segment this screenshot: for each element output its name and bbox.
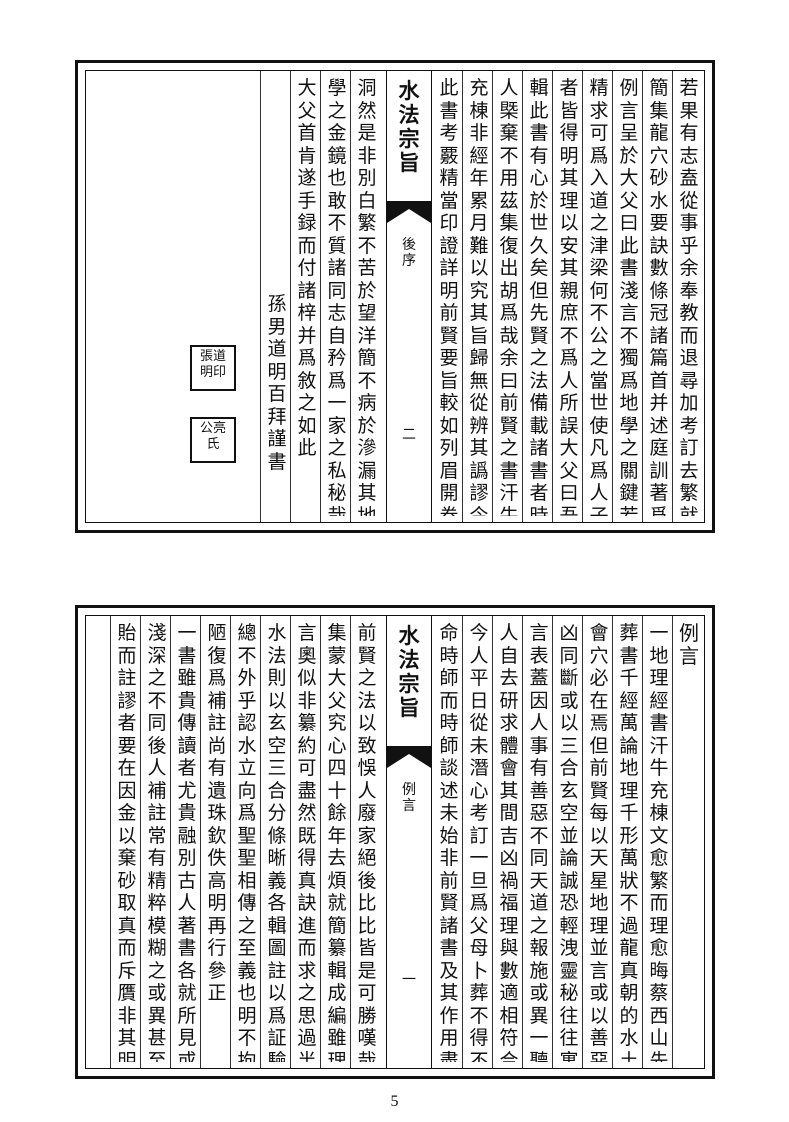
column-rule — [260, 71, 261, 522]
column-rule — [320, 71, 321, 522]
text-column: 人槩棄不用茲集復出胡爲哉余曰前賢之書汗牛 — [499, 77, 519, 516]
column-rule — [492, 71, 493, 522]
text-column: 充棟非經年累月難以究其旨歸無從辨其譌謬今 — [469, 77, 489, 516]
column-rule — [290, 71, 291, 522]
column-rule — [612, 71, 613, 522]
column-rule — [612, 616, 613, 1068]
leaf-number: 一 — [402, 972, 416, 988]
column-rule — [350, 71, 351, 522]
column-rule — [320, 616, 321, 1068]
column-rule — [672, 616, 673, 1068]
fishtail-mark — [387, 746, 431, 768]
text-column: 言奧似非纂約可盡然既得真訣進而求之思過半矣 — [297, 622, 317, 1062]
text-column: 今人平日從未潛心考訂一旦爲父母卜葬不得不委 — [469, 622, 489, 1062]
fishtail-mark — [387, 201, 431, 223]
column-rule — [110, 616, 111, 1068]
column-rule — [170, 616, 171, 1068]
page-number: 5 — [390, 1093, 399, 1110]
column-rule — [522, 616, 523, 1068]
column-rule — [260, 616, 261, 1068]
text-column: 人自去研求體會其間吉凶禍福理與數適相符合耳 — [499, 622, 519, 1062]
column-rule — [462, 616, 463, 1068]
center-fold-column: 水法宗旨 例言 一 — [386, 616, 432, 1068]
text-column: 者皆得明其理以安其親庶不爲人所誤大父曰吾 — [559, 77, 579, 516]
column-rule — [290, 616, 291, 1068]
column-rule — [200, 616, 201, 1068]
column-rule — [642, 71, 643, 522]
top-page-frame: 若果有志盍從事乎余奉教而退尋加考訂去繁就 簡集龍穴砂水要訣數條冠諸篇首并述庭訓著… — [85, 70, 705, 523]
text-column: 學之金鏡也敢不質諸同志自矜爲一家之私秘哉 — [327, 77, 347, 516]
text-column: 若果有志盍從事乎余奉教而退尋加考訂去繁就 — [679, 77, 699, 516]
text-column: 淺深之不同後人補註常有精粹模糊之或異甚至一解 — [147, 622, 167, 1062]
text-column: 大父首肯遂手録而付諸梓并爲敘之如此 — [297, 77, 317, 459]
top-page-scan: 若果有志盍從事乎余奉教而退尋加考訂去繁就 簡集龍穴砂水要訣數條冠諸篇首并述庭訓著… — [75, 60, 715, 533]
bottom-page-scan: 例言 一地理經書汗牛充棟文愈繁而理愈晦蔡西山先生云 葬書千經萬論地理千形萬狀不過… — [75, 605, 715, 1079]
text-column: 總不外乎認水立向爲聖聖相傳之至義也明不拘固 — [237, 622, 257, 1062]
text-column: 一書雖貴傳讀者尤貴融別古人著書各就所見或詳畧 — [177, 622, 197, 1062]
column-rule — [552, 616, 553, 1068]
seal-stamp: 張道明印 — [190, 345, 236, 391]
section-name: 例言 — [402, 782, 416, 814]
column-rule — [552, 71, 553, 522]
text-column: 一地理經書汗牛充棟文愈繁而理愈晦蔡西山先生云 — [649, 622, 669, 1062]
section-name: 後序 — [402, 237, 416, 269]
text-column: 水法則以玄空三合分條晰義各輯圖註以爲証驗而 — [267, 622, 287, 1062]
text-column: 輯此書有心於世久矣但先賢之法備載諸書者時 — [529, 77, 549, 516]
text-column: 言表蓋因人事有善惡不同天道之報施或異一聽後 — [529, 622, 549, 1062]
text-column: 葬書千經萬論地理千形萬狀不過龍真朝的水土交 — [619, 622, 639, 1062]
text-column: 集蒙大父究心四十餘年去煩就簡纂輯成編雖理深 — [327, 622, 347, 1062]
seal-stamp: 公亮氏 — [190, 417, 236, 463]
column-rule — [672, 71, 673, 522]
column-rule — [462, 71, 463, 522]
text-column: 陋復爲補註尚有遺珠欽佚 高明再行參正 — [207, 622, 228, 1004]
text-column: 洞然是非別白繁不苦於望洋簡不病於滲漏其地 — [357, 77, 377, 516]
text-column: 此書考覈精當印證詳明前賢要旨較如列眉開卷 — [439, 77, 459, 516]
text-column: 簡集龍穴砂水要訣數條冠諸篇首并述庭訓著爲 — [649, 77, 669, 516]
text-column: 凶同斷或以三合玄空並論誠恐輕洩靈秘往往寓意 — [559, 622, 579, 1062]
text-column: 例言呈於大父曰此書淺言不獨爲地學之關鍵若 — [619, 77, 639, 516]
signature-column: 孫男道明百拜謹書 — [267, 293, 287, 473]
text-column: 前賢之法以致悞人廢家絕後比比皆是可勝嘆哉是 — [357, 622, 377, 1062]
column-rule — [492, 616, 493, 1068]
text-column: 命時師而時師談述未始非前賢諸書及其作用盡棄 — [439, 622, 459, 1062]
column-rule — [582, 71, 583, 522]
center-fold-column: 水法宗旨 後序 二 — [386, 71, 432, 522]
column-rule — [582, 616, 583, 1068]
book-title: 水法宗旨 — [398, 623, 420, 720]
text-column: 精求可爲入道之津梁何不公之當世使凡爲人子 — [589, 77, 609, 516]
leaf-number: 二 — [402, 427, 416, 443]
text-column: 會穴必在焉但前賢每以天星地理並言或以善惡吉 — [589, 622, 609, 1062]
section-heading: 例言 — [679, 622, 699, 668]
book-title: 水法宗旨 — [398, 78, 420, 175]
column-rule — [642, 616, 643, 1068]
bottom-page-frame: 例言 一地理經書汗牛充棟文愈繁而理愈晦蔡西山先生云 葬書千經萬論地理千形萬狀不過… — [85, 615, 705, 1069]
column-rule — [350, 616, 351, 1068]
column-rule — [522, 71, 523, 522]
column-rule — [230, 616, 231, 1068]
text-column: 貽而註謬者要在因金以棄砂取真而斥贋非其明辨 — [117, 622, 137, 1062]
column-rule — [140, 616, 141, 1068]
